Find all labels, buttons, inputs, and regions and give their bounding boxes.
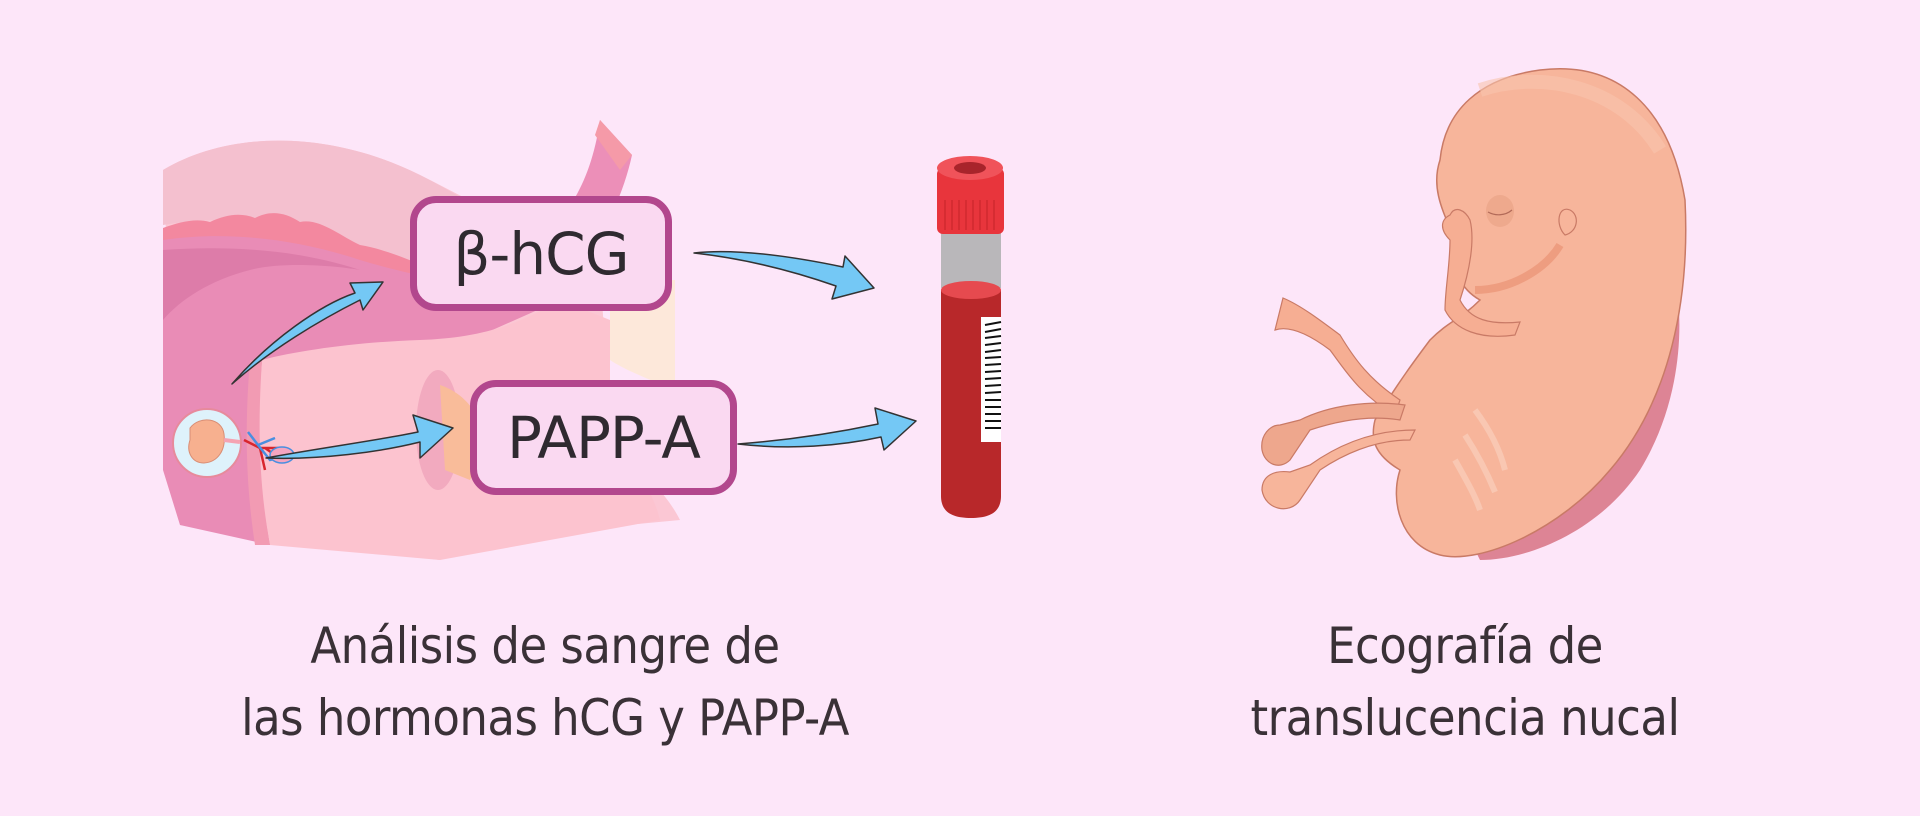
ultrasound-caption-line2: translucencia nucal xyxy=(1250,689,1680,747)
arrow-bhcg-to-tube-icon xyxy=(693,250,875,300)
bhcg-label: β-hCG xyxy=(453,219,629,288)
blood-test-caption-line2: las hormonas hCG y PAPP-A xyxy=(241,689,849,747)
ultrasound-caption-line1: Ecografía de xyxy=(1327,617,1603,675)
ultrasound-caption: Ecografía de translucencia nucal xyxy=(1150,610,1780,754)
arrow-embryo-to-pappa-icon xyxy=(265,414,454,460)
blood-tube-icon xyxy=(937,156,1004,518)
bhcg-label-box: β-hCG xyxy=(410,196,672,311)
blood-test-caption-line1: Análisis de sangre de xyxy=(310,617,780,675)
pappa-label-box: PAPP-A xyxy=(470,380,737,495)
embryo-sac-icon xyxy=(172,408,242,478)
blood-test-caption: Análisis de sangre de las hormonas hCG y… xyxy=(130,610,960,754)
fetus-illustration xyxy=(1261,68,1687,560)
arrow-embryo-to-bhcg-icon xyxy=(231,281,384,385)
arrow-pappa-to-tube-icon xyxy=(737,407,917,451)
pappa-label: PAPP-A xyxy=(507,403,701,472)
